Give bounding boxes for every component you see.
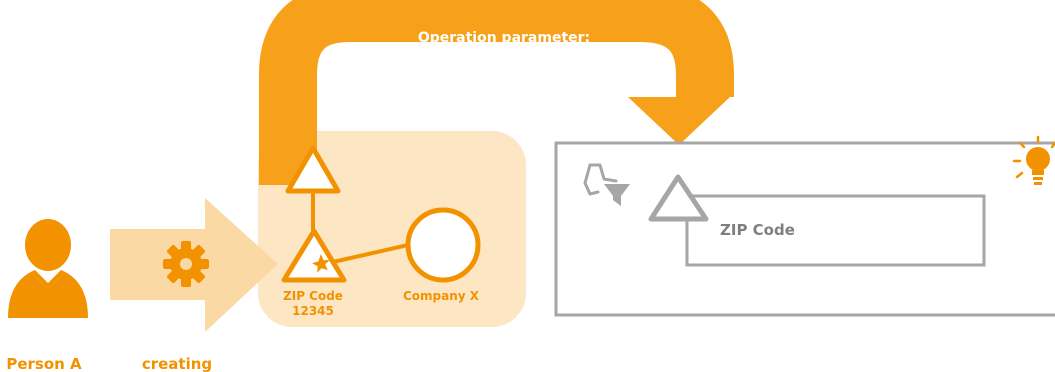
arrow-label-line2: (Super) type bbox=[454, 49, 553, 65]
zip-code-box-label: ZIP Code bbox=[720, 221, 795, 239]
operation-parameter-arrow bbox=[259, 0, 734, 185]
zip-code-value: 12345 bbox=[292, 304, 334, 318]
gear-icon bbox=[163, 241, 209, 287]
zip-code-box bbox=[685, 194, 986, 267]
creating-label: creating bbox=[142, 355, 212, 372]
lightbulb-icon bbox=[1012, 135, 1055, 185]
supertype-node bbox=[285, 145, 341, 194]
instance-graph bbox=[281, 145, 481, 283]
person-label: Person A bbox=[6, 355, 82, 372]
company-label: Company X bbox=[403, 289, 480, 303]
target-panel bbox=[554, 141, 1055, 317]
target-type-triangle bbox=[648, 174, 709, 222]
arrow-label-line1: Operation parameter: bbox=[418, 30, 590, 46]
filter-icon bbox=[583, 163, 630, 206]
zip-code-node bbox=[281, 228, 347, 283]
person-icon bbox=[8, 219, 88, 318]
instance-star-icon bbox=[312, 254, 330, 273]
zip-code-label: ZIP Code bbox=[283, 289, 343, 303]
company-node bbox=[405, 207, 481, 283]
